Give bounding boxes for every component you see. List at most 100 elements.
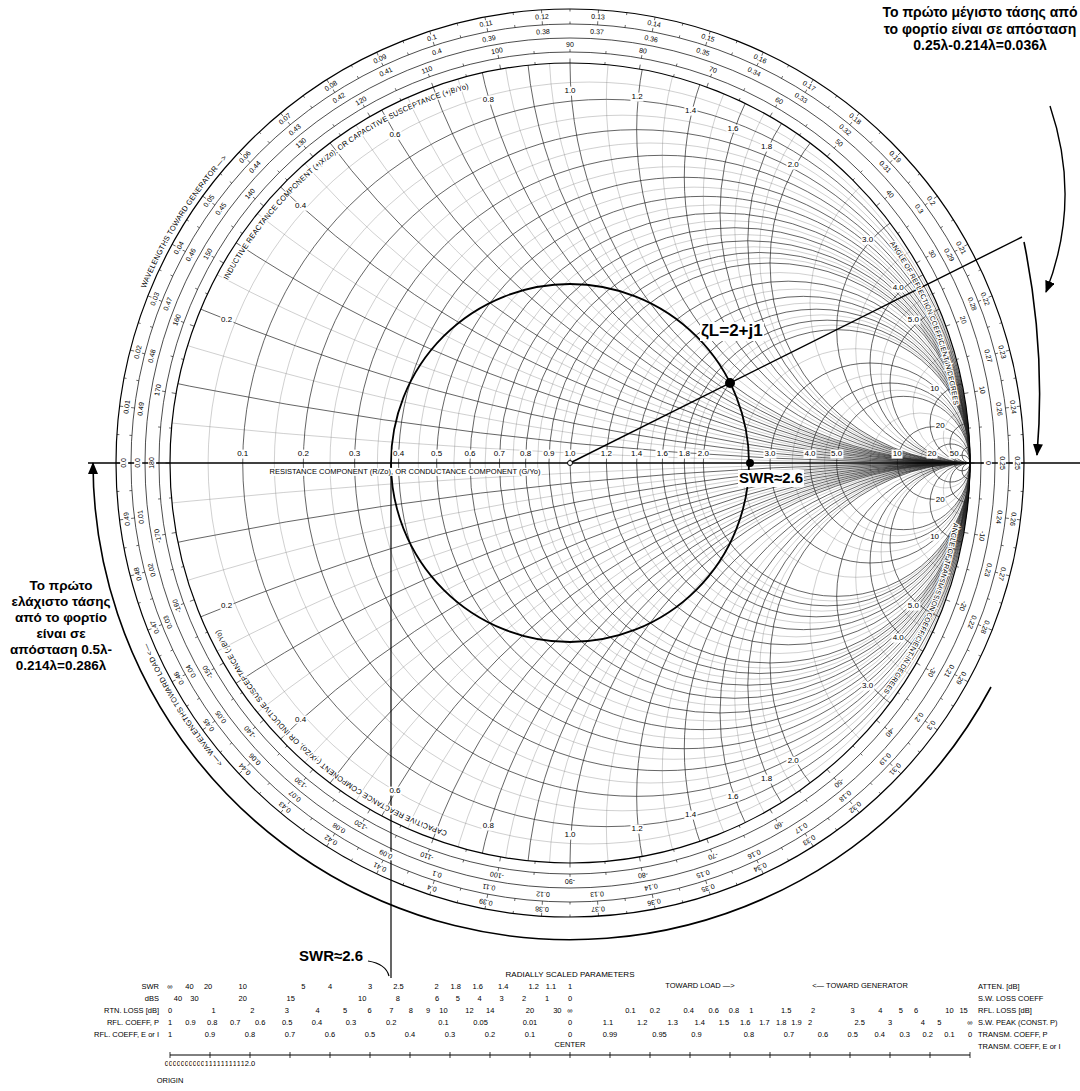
angle-number: 150	[201, 246, 215, 262]
scale-tick	[1005, 350, 1009, 351]
scale-tick	[652, 27, 654, 31]
scale-tick	[432, 83, 434, 87]
scale-number: 0.8	[206, 1019, 218, 1027]
scale-tick	[287, 121, 290, 124]
scale-tick	[181, 358, 183, 360]
scale-tick	[462, 860, 464, 862]
wavelength-number: 0.16	[751, 52, 768, 66]
scale-number: 0.9	[690, 1031, 702, 1039]
wavelength-number: 0.3	[913, 202, 926, 216]
scale-number: 0.1	[943, 1031, 955, 1039]
scale-tick	[682, 900, 684, 902]
scale-tick	[918, 174, 920, 176]
scale-number: 5	[898, 1007, 904, 1015]
wavelength-number: 0.33	[801, 833, 818, 848]
scale-tick	[260, 720, 263, 723]
scale-name: TRANSM. COEFF, E or I	[977, 1043, 1062, 1051]
reactance-arc	[499, 0, 1080, 463]
resistance-number: 20	[926, 450, 937, 459]
scale-tick	[570, 863, 571, 868]
scale-tick	[979, 426, 981, 427]
scale-tick	[916, 261, 920, 263]
reactance-number: 1.8	[760, 774, 773, 783]
reactance-number: 1.0	[563, 87, 576, 96]
scale-tick	[879, 792, 881, 794]
scale-tick	[433, 41, 434, 45]
scale-number: 10	[357, 995, 367, 1003]
angle-number: -100	[489, 869, 506, 879]
scale-tick	[673, 849, 675, 851]
scale-tick	[268, 141, 270, 143]
scale-number: 0.05	[472, 1019, 489, 1027]
scale-tick	[1008, 435, 1010, 436]
scale-tick	[370, 1052, 371, 1058]
scale-number: 1.1	[602, 1019, 614, 1027]
resistance-number: 3.0	[763, 450, 776, 459]
load-point	[725, 378, 735, 388]
scale-number: 0	[167, 1007, 173, 1015]
scale-number: 1.9	[790, 1019, 802, 1027]
swr-label: SWR≈2.6	[738, 470, 804, 487]
scale-tick	[707, 839, 709, 843]
angle-number: -120	[352, 818, 370, 833]
scale-tick	[739, 826, 740, 828]
wavelength-number: 0.08	[330, 820, 347, 835]
reactance-number: 0.8	[482, 96, 495, 105]
scale-tick	[513, 13, 514, 15]
wavelength-number: 0.39	[481, 33, 498, 43]
scale-tick	[781, 848, 782, 850]
scale-number: 20	[525, 1007, 535, 1015]
wavelength-number: 0.05	[213, 708, 228, 725]
reactance-arc	[437, 463, 1080, 1091]
scale-tick	[890, 1052, 891, 1058]
scale-number: 1.3	[666, 1019, 678, 1027]
scale-tick	[197, 698, 199, 699]
scale-number: 0.2	[484, 1031, 496, 1039]
reactance-number: 5.0	[907, 316, 920, 325]
scale-tick	[278, 754, 280, 756]
reactance-arc	[881, 285, 1059, 463]
scale-tick	[964, 532, 968, 534]
scale-tick	[898, 232, 900, 233]
scale-tick	[170, 1052, 171, 1058]
reactance-arc	[0, 463, 1080, 1091]
scale-number: 2.5	[853, 1019, 865, 1027]
wavelength-number: 0.01	[122, 399, 132, 415]
reactance-number: 0.2	[220, 316, 233, 325]
scale-tick	[941, 698, 943, 699]
scale-tick	[626, 911, 627, 913]
scale-number: 40	[173, 995, 183, 1003]
wavelength-number: 0.12	[534, 13, 550, 22]
scale-tick	[930, 1052, 931, 1058]
wavelength-number: 0.0	[120, 457, 128, 469]
reactance-arc	[0, 0, 1080, 463]
wavelength-number: 0.21	[954, 239, 968, 256]
scale-number: 1	[567, 983, 573, 991]
scale-tick	[530, 1052, 531, 1058]
reactance-arc	[0, 0, 1080, 463]
reactance-number: 5.0	[907, 602, 920, 611]
scale-tick	[736, 883, 738, 885]
wavelength-number: 0.35	[699, 882, 716, 894]
scale-tick	[1001, 380, 1003, 381]
scale-tick	[835, 96, 836, 98]
reactance-arc	[0, 0, 1080, 463]
resistance-number: 0.6	[463, 450, 476, 459]
scale-tick	[205, 293, 207, 294]
scale-tick	[570, 1052, 571, 1058]
scale-tick	[1021, 434, 1023, 435]
reactance-arc	[870, 263, 1070, 463]
scale-title: RADIALLY SCALED PARAMETERS	[505, 971, 636, 980]
resistance-number: 1.2	[600, 450, 613, 459]
scale-number: 8	[408, 1007, 414, 1015]
angle-number: -30	[926, 665, 939, 679]
scale-tick	[395, 88, 396, 90]
scale-tick	[158, 498, 160, 499]
wavelength-number: 0.4	[425, 882, 439, 893]
wavelength-number: 0.23	[997, 343, 1008, 360]
scale-tick	[968, 427, 970, 428]
scale-number: 3	[367, 983, 373, 991]
wavelength-number: 0.44	[247, 159, 263, 176]
scale-number: 0	[567, 1019, 573, 1027]
